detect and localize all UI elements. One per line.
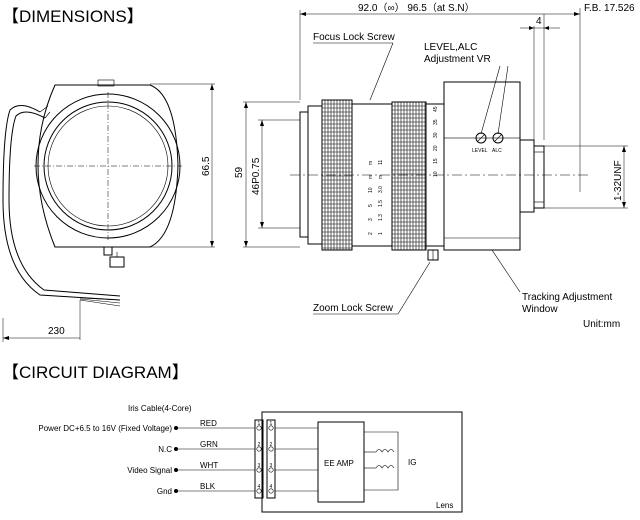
- top-length-label: 92.0（∞） 96.5（at S.N）: [358, 2, 475, 14]
- circuit-heading: 【CIRCUIT DIAGRAM】: [2, 363, 189, 382]
- focus-scale-mark: 3.0: [378, 186, 384, 193]
- dimensions-heading: 【DIMENSIONS】: [2, 7, 144, 26]
- focus-scale-mark: m: [378, 175, 384, 179]
- focus-scale-mark: 1: [378, 232, 384, 235]
- zoom-scale-mark: 30: [433, 132, 439, 138]
- outer-dia-label: 59: [234, 166, 245, 178]
- signal-name: Gnd: [157, 487, 172, 496]
- lens-box: [261, 411, 463, 513]
- front-view: 66.5 230: [2, 79, 215, 342]
- pin-circle: [268, 446, 274, 452]
- tracking-label-2: Window: [522, 304, 558, 315]
- wire-color: BLK: [200, 482, 216, 491]
- zoom-scale-mark: 45: [433, 106, 439, 112]
- thread-label: 1-32UNF: [613, 160, 624, 201]
- ig-label: IG: [408, 458, 416, 467]
- pin-circle: [256, 425, 262, 431]
- signal-name: Power DC+6.5 to 16V (Fixed Voltage): [38, 424, 172, 433]
- ee-amp-box: [317, 421, 365, 503]
- pin-number: 3: [258, 463, 261, 469]
- pin-number: 4: [270, 484, 273, 490]
- cable-title: Iris Cable(4-Core): [128, 404, 192, 413]
- focus-scale-mark: m: [368, 175, 374, 179]
- pin-number: 2: [270, 442, 273, 448]
- pin-number: 1: [258, 421, 261, 427]
- pin-number: 4: [258, 484, 261, 490]
- alc-text: ALC: [492, 148, 502, 154]
- tracking-label-1: Tracking Adjustment: [522, 292, 612, 303]
- pin-number: 1: [270, 421, 273, 427]
- zoom-scale-mark: 10: [433, 171, 439, 177]
- focus-scale-mark: 10: [368, 187, 374, 193]
- focus-scale-mark: 1.3: [378, 214, 384, 221]
- wire-terminal: [174, 447, 178, 451]
- focus-scale-mark: 1.5: [378, 200, 384, 207]
- focus-scale-mark: 3: [368, 218, 374, 221]
- ee-amp-label: EE AMP: [324, 459, 354, 468]
- zoom-scale-mark: 35: [433, 119, 439, 125]
- wire-color: GRN: [200, 440, 218, 449]
- pin-number: 3: [270, 463, 273, 469]
- level-alc-label-2: Adjustment VR: [424, 54, 491, 65]
- pin-circle: [268, 467, 274, 473]
- focus-scale-mark: 11: [378, 160, 384, 165]
- pin-circle: [268, 488, 274, 494]
- pin-circle: [256, 488, 262, 494]
- inner-dia-label: 46P0.75: [251, 157, 262, 195]
- wire-terminal: [174, 468, 178, 472]
- focus-scale-mark: 2: [368, 232, 374, 235]
- pin-circle: [256, 467, 262, 473]
- pin-circle: [268, 425, 274, 431]
- circuit-diagram: Iris Cable(4-Core) Lens EE AMP IG Power …: [38, 404, 463, 513]
- lens-label: Lens: [436, 501, 453, 510]
- signal-name: N.C: [158, 445, 172, 454]
- zoom-scale-mark: 15: [433, 158, 439, 164]
- wire-color: RED: [200, 419, 217, 428]
- zoom-lock-label: Zoom Lock Screw: [313, 303, 394, 314]
- cable-length-label: 230: [48, 326, 65, 337]
- wire-terminal: [174, 426, 178, 430]
- signal-name: Video Signal: [127, 466, 172, 475]
- wire-terminal: [174, 489, 178, 493]
- focus-scale-mark: 5: [368, 204, 374, 207]
- small-dim-label: 4: [536, 16, 542, 27]
- level-text: LEVEL: [472, 148, 488, 154]
- focus-scale-mark: m: [368, 161, 374, 165]
- side-view: 59 46P0.75 LEVEL ALC: [234, 2, 635, 330]
- pin-circle: [256, 446, 262, 452]
- unit-label: Unit:mm: [583, 319, 620, 330]
- focus-lock-label: Focus Lock Screw: [313, 32, 395, 43]
- wire-color: WHT: [200, 461, 218, 470]
- front-height-label: 66.5: [201, 156, 212, 176]
- pin-number: 2: [258, 442, 261, 448]
- fb-label: F.B. 17.526: [584, 3, 635, 14]
- zoom-scale-mark: 20: [433, 145, 439, 151]
- level-alc-label-1: LEVEL,ALC: [424, 42, 477, 53]
